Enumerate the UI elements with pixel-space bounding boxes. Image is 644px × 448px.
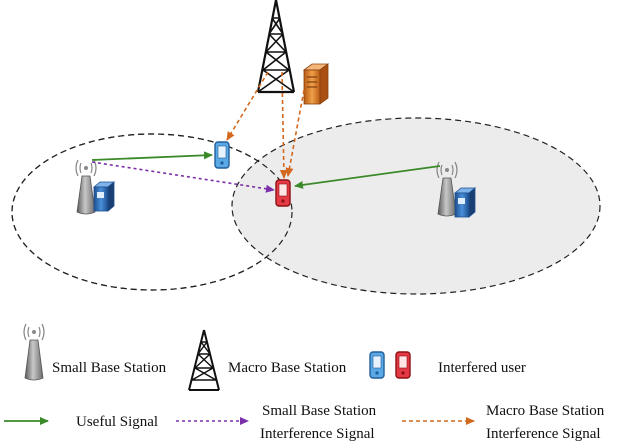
small-base-station-left-icon [75, 159, 116, 215]
legend-macro-bs-interference-label-1: Macro Base Station [486, 403, 605, 419]
useful-signal-arrow-right [294, 165, 441, 189]
macro-interference-arrow-to-user [226, 71, 269, 141]
macro-interference-arrow-to-interfered [279, 71, 288, 179]
useful-signal-arrow-left [91, 151, 213, 161]
user-phone-icon [214, 141, 230, 169]
legend-small-base-station-label: Small Base Station [52, 360, 167, 376]
macro-interference-arrow-server [285, 89, 305, 177]
legend-small-base-station-icon [23, 323, 45, 381]
legend-user-phone-icon [369, 351, 385, 379]
macro-tower-icon [256, 0, 296, 94]
legend-interfered-phone-icon [395, 351, 411, 379]
small-bs-interference-arrow [91, 161, 275, 193]
small-cell-right [231, 117, 601, 295]
legend-interfered-user-label: Interfered user [438, 360, 526, 376]
small-cell-left-outline [11, 133, 293, 291]
small-base-station-right-icon [436, 161, 477, 218]
interfered-phone-icon [275, 179, 291, 207]
legend-small-bs-interference-label-1: Small Base Station [262, 403, 377, 419]
server-icon [302, 63, 330, 105]
legend-macro-base-station-label: Macro Base Station [228, 360, 347, 376]
legend-macro-bs-interference-label-2: Interference Signal [486, 426, 601, 442]
legend-useful-signal-label: Useful Signal [76, 414, 158, 430]
legend-macro-tower-icon [188, 329, 220, 391]
legend-small-bs-interference-label-2: Interference Signal [260, 426, 375, 442]
